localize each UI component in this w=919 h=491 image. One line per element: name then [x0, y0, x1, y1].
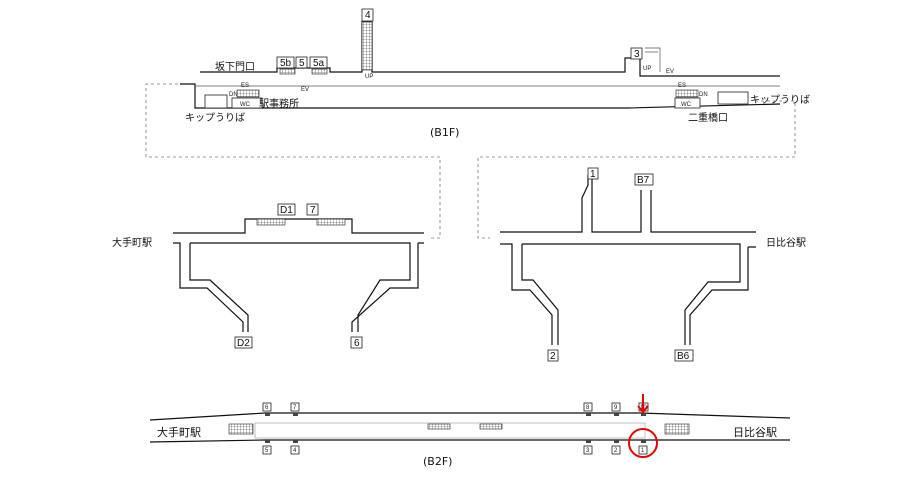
es-mark: ES — [241, 83, 249, 89]
svg-text:9: 9 — [614, 405, 618, 411]
dn-mark: DN — [229, 92, 238, 98]
car-4: 4 — [290, 440, 300, 455]
svg-text:5b: 5b — [280, 58, 292, 69]
b2f-floor-label: (B2F) — [423, 455, 452, 468]
svg-text:5: 5 — [265, 448, 269, 454]
svg-text:1: 1 — [641, 448, 645, 454]
b2f-platform: 大手町駅 日比谷駅 (B2F) 6 7 8 9 10 5 4 3 2 1 — [149, 394, 791, 468]
b1f-stair-exit-4 — [361, 21, 373, 71]
exit-1[interactable]: 1 — [587, 167, 599, 180]
svg-text:5: 5 — [299, 58, 305, 69]
wc-mark: WC — [240, 102, 251, 108]
exit-d1[interactable]: D1 — [277, 203, 296, 216]
exit-3[interactable]: 3 — [630, 47, 643, 60]
svg-text:4: 4 — [293, 448, 297, 454]
car-7: 7 — [290, 402, 300, 416]
b2f-escalator-east — [664, 423, 690, 435]
car-2: 2 — [611, 440, 621, 455]
exit-2[interactable]: 2 — [547, 349, 559, 362]
b1f-wc-east — [674, 97, 701, 109]
ticket-west-label: キップうりば — [185, 112, 245, 124]
car-8: 8 — [583, 402, 593, 416]
connector-west — [145, 83, 441, 239]
exit-b7[interactable]: B7 — [634, 173, 654, 186]
svg-text:B6: B6 — [677, 351, 690, 362]
b1f-escalator-east — [675, 89, 699, 98]
b2f-station-east: 日比谷駅 — [733, 426, 777, 439]
concourse-east: 日比谷駅 1 B7 2 B6 — [500, 167, 806, 362]
b2f-station-west: 大手町駅 — [157, 425, 201, 439]
car-5: 5 — [262, 440, 272, 455]
svg-text:3: 3 — [634, 49, 640, 60]
svg-text:7: 7 — [293, 405, 297, 411]
es-mark: ES — [678, 83, 686, 89]
car-9: 9 — [611, 402, 621, 416]
ticket-east-label: キップうりば — [750, 94, 810, 106]
car-6: 6 — [262, 402, 272, 416]
b2f-escalator-west — [228, 423, 254, 435]
svg-text:4: 4 — [365, 10, 371, 21]
svg-text:D1: D1 — [280, 205, 293, 216]
svg-text:D2: D2 — [237, 338, 250, 349]
gate-east-label: 二重橋口 — [688, 111, 728, 124]
b1f-stair-exit-5a — [311, 68, 328, 75]
up-mark: UP — [365, 74, 373, 80]
exit-4[interactable]: 4 — [361, 8, 374, 22]
station-office-label: 駅事務所 — [259, 97, 299, 110]
highlight-marker — [628, 394, 658, 458]
b1f-stair-exit-5b — [279, 68, 296, 75]
b2f-stair-center-west — [427, 423, 451, 430]
stair-d1 — [256, 218, 286, 226]
svg-text:6: 6 — [354, 338, 360, 349]
up-mark: UP — [643, 66, 651, 72]
svg-text:5a: 5a — [313, 58, 325, 69]
exit-5a[interactable]: 5a — [309, 56, 328, 69]
b1f-escalator-west — [236, 89, 260, 98]
b1f-wc-west — [231, 97, 263, 109]
svg-text:3: 3 — [586, 448, 590, 454]
svg-text:8: 8 — [586, 405, 590, 411]
exit-b6[interactable]: B6 — [674, 349, 694, 362]
wc-mark: WC — [681, 102, 692, 108]
stair-7 — [316, 218, 346, 226]
exit-5[interactable]: 5 — [295, 56, 308, 69]
connector-east — [477, 100, 796, 239]
b2f-stair-center-east — [479, 423, 503, 430]
station-east-label: 日比谷駅 — [766, 237, 806, 249]
ev-mark: EV — [666, 69, 674, 75]
exit-d2[interactable]: D2 — [234, 336, 253, 349]
b1f-ticket-area-west — [204, 94, 228, 109]
dn-mark: DN — [699, 92, 708, 98]
gate-west-label: 坂下門口 — [215, 61, 255, 73]
svg-text:2: 2 — [550, 351, 556, 362]
highlight-circle — [628, 428, 658, 458]
exit-6[interactable]: 6 — [350, 336, 363, 349]
svg-text:1: 1 — [590, 169, 596, 180]
svg-text:6: 6 — [265, 405, 269, 411]
b1f-floor: 坂下門口 二重橋口 キップうりば キップうりば 駅事務所 5b 5 5a 4 3… — [180, 8, 810, 139]
station-west-label: 大手町駅 — [112, 236, 152, 249]
exit-7[interactable]: 7 — [306, 203, 319, 216]
b1f-ticket-area-east — [717, 91, 749, 105]
svg-text:7: 7 — [310, 205, 316, 216]
b1f-stair-exit-3 — [645, 47, 661, 72]
concourse-west: 大手町駅 D1 7 D2 6 — [112, 203, 424, 349]
car-3: 3 — [583, 440, 593, 455]
svg-text:B7: B7 — [637, 175, 650, 186]
exit-5b[interactable]: 5b — [276, 56, 295, 69]
ev-mark: EV — [301, 87, 309, 93]
b1f-floor-label: (B1F) — [430, 126, 459, 139]
car-1: 1 — [638, 440, 648, 455]
svg-text:2: 2 — [614, 448, 618, 454]
